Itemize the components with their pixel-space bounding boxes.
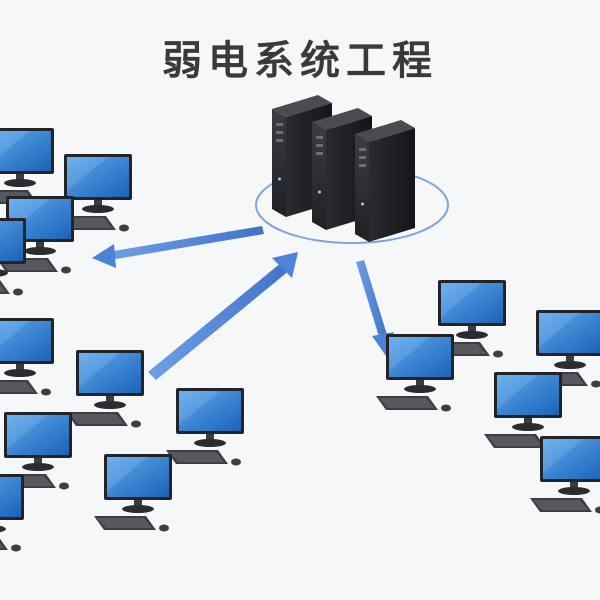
computer-icon [0,318,54,396]
workstation-group-right [376,280,600,514]
arrow-lower-left [148,252,298,380]
connection-arrows [92,226,394,380]
server-tower [355,120,415,242]
server-cluster [272,95,415,242]
workstation-group-lower-left [0,318,244,552]
computer-icon [376,334,454,412]
arrow-left [92,226,264,268]
computer-icon [0,128,54,206]
page-title: 弱电系统工程 [162,38,438,84]
computer-icon [94,454,172,532]
workstation-group-upper-left [0,128,132,296]
computer-icon [0,474,24,552]
computer-icon [530,436,600,514]
computer-icon [0,218,26,296]
computer-icon [66,350,144,428]
computer-icon [166,388,244,466]
